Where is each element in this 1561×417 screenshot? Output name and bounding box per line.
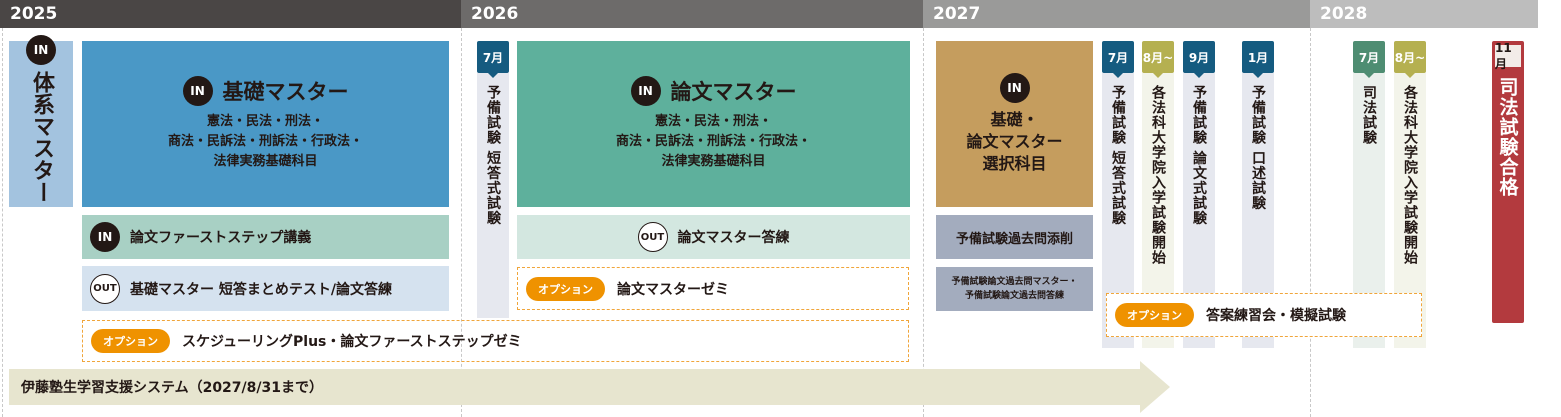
divider	[1310, 28, 1311, 417]
year-2028: 2028	[1310, 0, 1538, 28]
year-2027: 2027	[923, 0, 1310, 28]
exam-column: 7月予備試験 短答式試験	[477, 41, 509, 318]
toan-option: オプション答案練習会・模擬試験	[1106, 293, 1422, 337]
kiso-output-label: 基礎マスター 短答まとめテスト/論文答練	[130, 281, 392, 298]
in-badge: IN	[999, 73, 1030, 103]
kiso-output-block: OUT 基礎マスター 短答まとめテスト/論文答練	[82, 266, 449, 311]
ronbun-option-label: 論文マスターゼミ	[617, 281, 729, 298]
month-tag: 7月	[477, 41, 509, 78]
out-badge: OUT	[90, 273, 120, 304]
scheduling-option: オプションスケジューリングPlus・論文ファーストステップゼミ	[82, 320, 909, 362]
year-2026: 2026	[461, 0, 923, 28]
divider	[2, 28, 3, 417]
goukaku-label: 司法試験合格	[1496, 77, 1519, 197]
month-tag: 7月	[1102, 41, 1134, 78]
in-badge: IN	[182, 76, 213, 106]
out-badge: OUT	[637, 222, 668, 252]
kiso-subjects: 憲法・民法・刑法・商法・民訴法・刑訴法・行政法・法律実務基礎科目	[167, 114, 363, 169]
taikei-title: 体系マスター	[29, 71, 54, 203]
month-tag: 9月	[1183, 41, 1215, 78]
kiso-master-block: IN 基礎マスター 憲法・民法・刑法・商法・民訴法・刑訴法・行政法・法律実務基礎科…	[82, 41, 449, 207]
month-tag: 11月	[1495, 41, 1521, 71]
first-step-label: 論文ファーストステップ講義	[130, 230, 312, 246]
ronbun-title: 論文マスター	[670, 80, 797, 104]
ronbun-output-block: OUT 論文マスター答練	[517, 215, 910, 259]
year-2025: 2025	[0, 0, 461, 28]
month-tag: 8月~	[1142, 41, 1174, 78]
sentaku-line: 基礎・	[990, 110, 1039, 129]
in-badge: IN	[90, 222, 120, 252]
month-tag: 8月~	[1394, 41, 1426, 78]
toan-option-label: 答案練習会・模擬試験	[1206, 308, 1346, 324]
kakomon-block: 予備試験過去問添削	[936, 215, 1093, 259]
exam-label: 予備試験 短答式試験	[477, 73, 509, 318]
ronbun-master-block: IN 論文マスター 憲法・民法・刑法・商法・民訴法・刑訴法・行政法・法律実務基礎科…	[517, 41, 910, 207]
taikei-master-block: IN 体系マスター	[9, 35, 73, 207]
ronbun-subjects: 憲法・民法・刑法・商法・民訴法・刑訴法・行政法・法律実務基礎科目	[615, 114, 811, 169]
exam-column: 8月~各法科大学院入学試験開始	[1142, 41, 1174, 348]
divider	[923, 28, 924, 417]
option-badge: オプション	[1115, 303, 1194, 327]
arrow-head-icon	[1140, 361, 1170, 413]
ronbun-output-label: 論文マスター答練	[677, 230, 790, 246]
option-badge: オプション	[526, 276, 605, 301]
month-tag: 1月	[1242, 41, 1274, 78]
in-badge: IN	[26, 35, 56, 65]
goukaku-column: 11月 司法試験合格	[1492, 41, 1524, 323]
ronbun-option: オプション論文マスターゼミ	[517, 267, 909, 310]
kiso-title: 基礎マスター	[222, 80, 349, 104]
divider	[461, 28, 462, 417]
first-step-lecture: IN 論文ファーストステップ講義	[82, 215, 449, 259]
month-tag: 7月	[1353, 41, 1385, 78]
in-badge: IN	[630, 76, 661, 106]
option-badge: オプション	[91, 329, 170, 353]
sentaku-line: 論文マスター	[966, 132, 1063, 151]
kakomon2-block: 予備試験論文過去問マスター・予備試験論文過去問答練	[936, 267, 1093, 311]
scheduling-option-label: スケジューリングPlus・論文ファーストステップゼミ	[182, 334, 522, 350]
sentaku-line: 選択科目	[982, 154, 1047, 173]
sentaku-block: IN 基礎・論文マスター選択科目	[936, 41, 1093, 207]
support-system-arrow: 伊藤塾生学習支援システム（2027/8/31まで）	[9, 369, 1140, 405]
